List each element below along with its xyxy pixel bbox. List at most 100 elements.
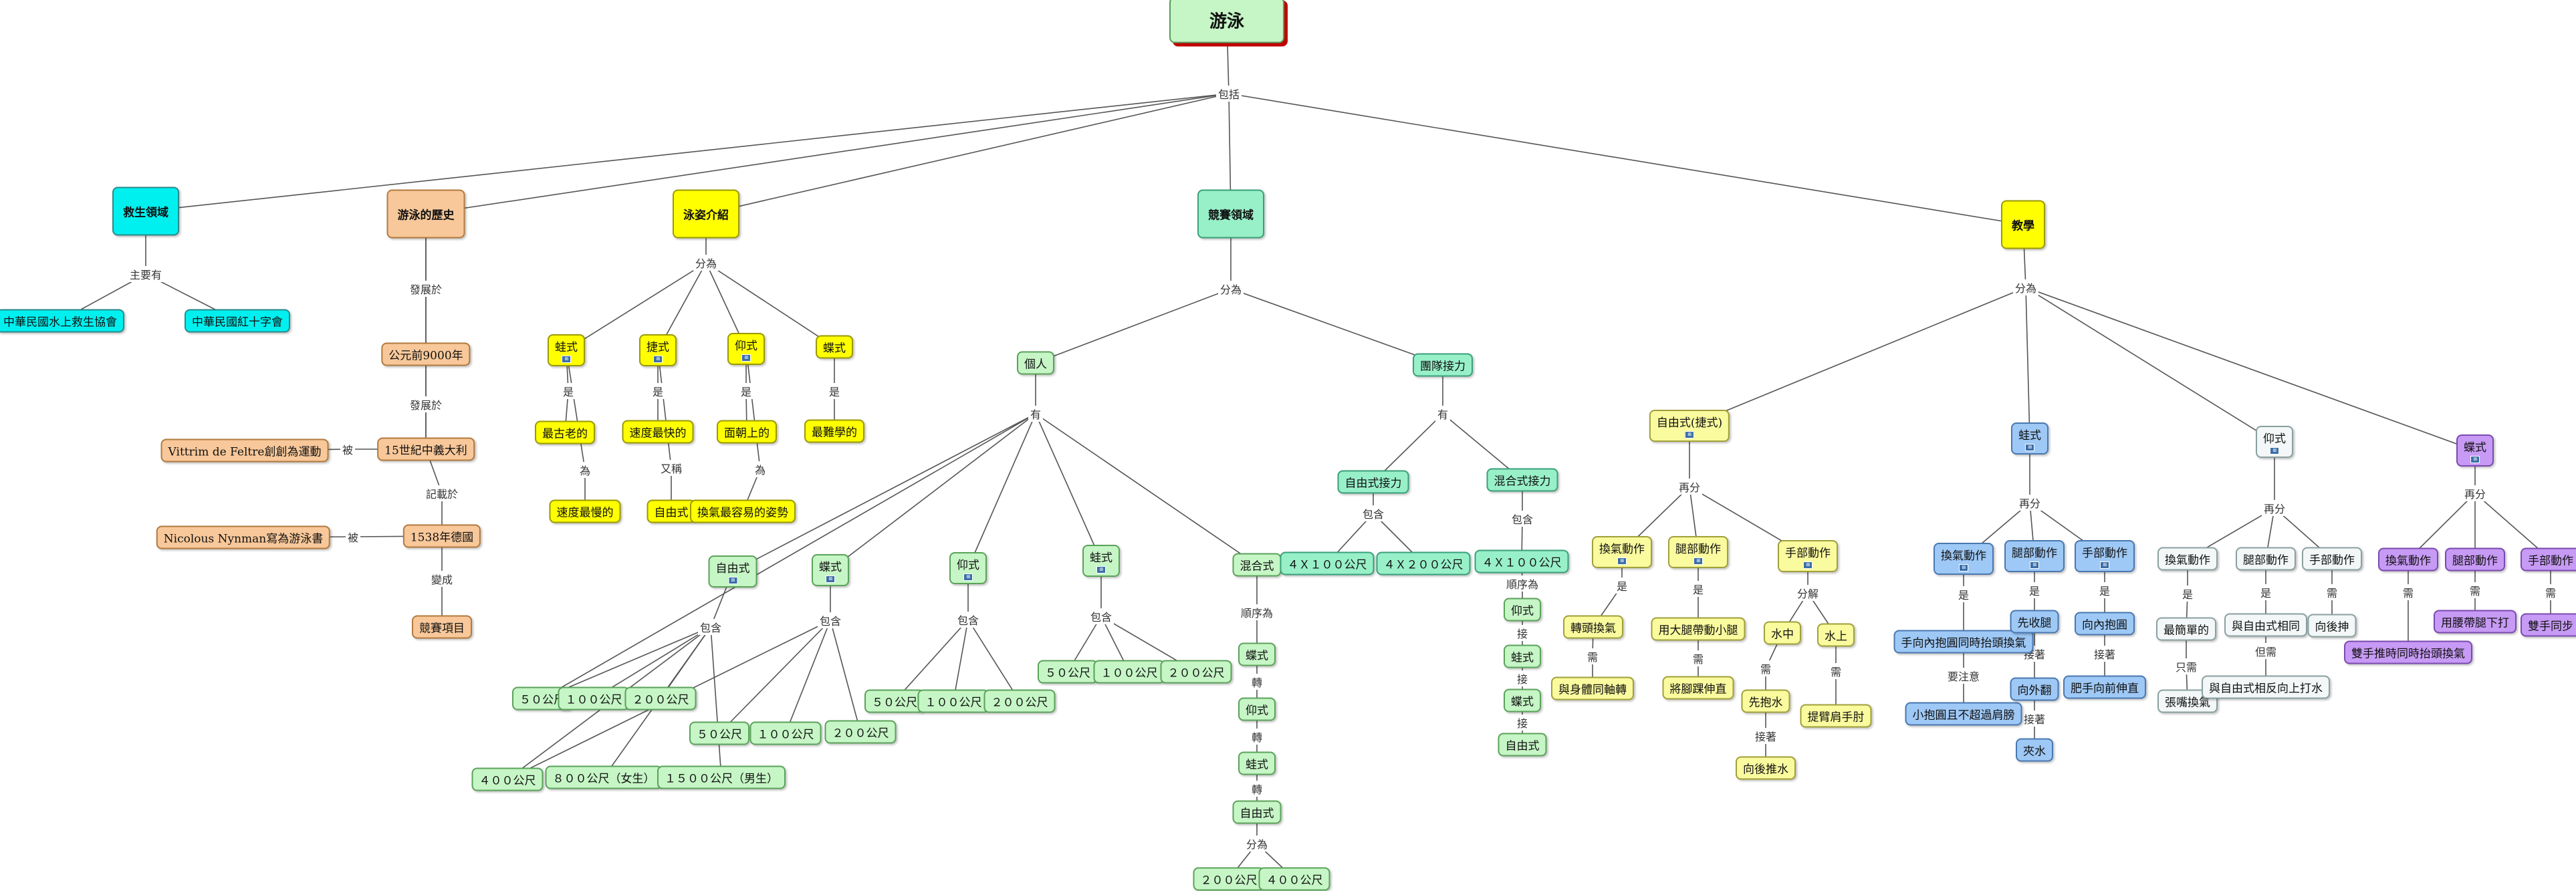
- concept-node-s-fly[interactable]: 蝶式: [816, 335, 853, 359]
- concept-node-rescue-b[interactable]: 中華民國紅十字會: [185, 309, 290, 333]
- concept-node-m-frog[interactable]: 蛙式: [1238, 751, 1276, 775]
- concept-node-i-fly-100[interactable]: １００公尺: [749, 721, 822, 745]
- concept-node-tg-breath-a[interactable]: 手向內抱圓同時抬頭換氣: [1893, 630, 2034, 654]
- concept-node-tf-leg[interactable]: 腿部動作⊞: [1668, 536, 1728, 568]
- concept-node-i-back-50[interactable]: ５０公尺: [864, 689, 925, 713]
- concept-node-r-free[interactable]: 自由式接力: [1337, 470, 1409, 494]
- expand-icon[interactable]: ⊞: [1959, 564, 1968, 571]
- concept-node-h-15c[interactable]: 15世紀中義大利: [377, 437, 475, 461]
- expand-icon[interactable]: ⊞: [2270, 447, 2279, 455]
- concept-node-h-9000[interactable]: 公元前9000年: [381, 342, 471, 366]
- concept-node-ty-leg[interactable]: 腿部動作: [2445, 547, 2505, 571]
- concept-node-r-free-400[interactable]: ４Ｘ１００公尺: [1280, 551, 1375, 576]
- concept-node-r-free2[interactable]: 自由式: [1498, 733, 1547, 757]
- concept-node-i-back[interactable]: 仰式⊞: [949, 552, 987, 584]
- concept-node-tf-hand-push[interactable]: 先抱水: [1741, 689, 1790, 713]
- concept-node-i-free-100[interactable]: １００公尺: [558, 686, 630, 711]
- concept-node-relay[interactable]: 團隊接力: [1413, 353, 1473, 377]
- concept-node-h-vittrim[interactable]: Vittrim de Feltre創創為運動: [160, 438, 329, 463]
- expand-icon[interactable]: ⊞: [963, 574, 973, 581]
- concept-node-indiv[interactable]: 個人: [1017, 351, 1054, 375]
- concept-node-tb-breath[interactable]: 換氣動作: [2157, 547, 2218, 571]
- concept-node-i-free-800[interactable]: ８００公尺（女生）: [545, 765, 663, 789]
- concept-node-tf-breath-b[interactable]: 與身體同軸轉: [1551, 676, 1634, 701]
- concept-node-m-fly[interactable]: 蝶式: [1238, 642, 1276, 666]
- concept-node-tb-leg-b[interactable]: 與自由式相反向上打水: [2202, 675, 2330, 699]
- concept-node-tb-leg[interactable]: 腿部動作: [2236, 547, 2296, 571]
- concept-node-i-free-1500[interactable]: １５００公尺（男生）: [657, 765, 786, 789]
- concept-node-tf-hand-above[interactable]: 水上: [1817, 623, 1855, 647]
- concept-node-r-back[interactable]: 仰式: [1504, 598, 1541, 622]
- concept-node-tg-leg-c[interactable]: 夾水: [2016, 738, 2053, 762]
- expand-icon[interactable]: ⊞: [2470, 456, 2480, 463]
- expand-icon[interactable]: ⊞: [1617, 557, 1627, 565]
- concept-node-ty-hand-a[interactable]: 雙手同步: [2521, 613, 2576, 637]
- concept-node-s-frog-e[interactable]: 速度最慢的: [549, 499, 621, 523]
- concept-node-i-fly[interactable]: 蝶式⊞: [812, 554, 849, 586]
- concept-node-m-400[interactable]: ４００公尺: [1258, 867, 1330, 891]
- concept-node-i-free-200[interactable]: ２００公尺: [624, 686, 697, 711]
- concept-node-tf-hand-above-b[interactable]: 提臂肩手肘: [1800, 704, 1872, 728]
- expand-icon[interactable]: ⊞: [741, 354, 751, 362]
- concept-node-t-fly[interactable]: 蝶式⊞: [2456, 434, 2494, 467]
- expand-icon[interactable]: ⊞: [653, 356, 663, 363]
- concept-node-tg-hand[interactable]: 手部動作⊞: [2075, 540, 2135, 572]
- concept-node-s-back-d[interactable]: 面朝上的: [717, 420, 777, 444]
- concept-node-ty-hand[interactable]: 手部動作: [2521, 547, 2576, 571]
- concept-node-t-frog[interactable]: 蛙式⊞: [2011, 422, 2048, 455]
- expand-icon[interactable]: ⊞: [2100, 561, 2109, 569]
- concept-node-h-1538[interactable]: 1538年德國: [402, 524, 481, 548]
- concept-node-r-mix[interactable]: 混合式接力: [1486, 468, 1558, 492]
- expand-icon[interactable]: ⊞: [2025, 444, 2034, 451]
- concept-node-rescue-a[interactable]: 中華民國水上救生協會: [0, 309, 124, 333]
- concept-node-tg-leg-b[interactable]: 向外翻: [2010, 677, 2059, 701]
- concept-node-r-frog[interactable]: 蛙式: [1504, 644, 1541, 668]
- expand-icon[interactable]: ⊞: [1693, 557, 1703, 565]
- concept-node-i-back-200[interactable]: ２００公尺: [983, 689, 1056, 713]
- concept-node-tb-hand-a[interactable]: 向後抻: [2307, 614, 2357, 638]
- concept-node-r-free-800[interactable]: ４Ｘ２００公尺: [1376, 551, 1471, 576]
- concept-node-i-frog[interactable]: 蛙式⊞: [1082, 545, 1120, 577]
- concept-node-i-frog-100[interactable]: １００公尺: [1093, 660, 1165, 684]
- concept-node-i-back-100[interactable]: １００公尺: [917, 689, 989, 713]
- root-node[interactable]: 游泳: [1169, 0, 1285, 43]
- concept-node-i-free[interactable]: 自由式⊞: [708, 555, 757, 588]
- concept-node-i-mix[interactable]: 混合式: [1232, 553, 1282, 577]
- concept-node-tb-breath-a[interactable]: 最簡單的: [2156, 617, 2216, 641]
- concept-node-tf-hand-water[interactable]: 水中: [1764, 621, 1801, 645]
- concept-node-i-frog-200[interactable]: ２００公尺: [1160, 660, 1232, 684]
- concept-node-comp[interactable]: 競賽領域: [1197, 189, 1264, 239]
- concept-node-s-fly-d[interactable]: 最難學的: [804, 419, 864, 443]
- concept-node-tg-breath[interactable]: 換氣動作⊞: [1934, 543, 1994, 575]
- concept-node-m-free[interactable]: 自由式: [1232, 800, 1282, 824]
- concept-node-m-200[interactable]: ２００公尺: [1193, 867, 1265, 891]
- concept-node-tf-leg-a[interactable]: 用大腿帶動小腿: [1651, 617, 1746, 641]
- concept-node-i-fly-200[interactable]: ２００公尺: [824, 720, 897, 744]
- concept-node-tf-breath-a[interactable]: 轉頭換氣: [1563, 615, 1623, 639]
- concept-node-r-mix-400[interactable]: ４Ｘ１００公尺: [1474, 549, 1569, 574]
- concept-node-ty-breath[interactable]: 換氣動作: [2378, 547, 2438, 571]
- concept-node-h-nicolous[interactable]: Nicolous Nynman寫為游泳書: [156, 525, 331, 549]
- concept-node-styles[interactable]: 泳姿介紹: [673, 189, 739, 239]
- expand-icon[interactable]: ⊞: [728, 577, 737, 584]
- concept-node-i-frog-50[interactable]: ５０公尺: [1038, 660, 1098, 684]
- expand-icon[interactable]: ⊞: [1096, 566, 1106, 574]
- concept-node-h-comp[interactable]: 競賽項目: [412, 615, 472, 639]
- concept-node-tg-leg-a[interactable]: 先收腿: [2010, 610, 2059, 634]
- concept-node-tg-hand-a[interactable]: 向內抱圓: [2075, 612, 2135, 636]
- concept-node-i-free-400[interactable]: ４００公尺: [471, 767, 544, 791]
- concept-node-history[interactable]: 游泳的歷史: [386, 189, 465, 239]
- concept-node-m-back[interactable]: 仰式: [1238, 697, 1276, 721]
- expand-icon[interactable]: ⊞: [562, 356, 571, 363]
- concept-node-s-back-e[interactable]: 換氣最容易的姿勢: [690, 499, 796, 523]
- concept-node-s-free[interactable]: 捷式⊞: [639, 334, 677, 366]
- concept-node-tg-leg[interactable]: 腿部動作⊞: [2004, 540, 2065, 572]
- concept-node-s-frog-d[interactable]: 最古老的: [535, 420, 595, 444]
- concept-node-ty-leg-a[interactable]: 用腰帶腿下打: [2434, 610, 2516, 634]
- concept-node-s-free-d[interactable]: 速度最快的: [622, 420, 694, 444]
- concept-node-tf-breath[interactable]: 換氣動作⊞: [1592, 536, 1652, 568]
- concept-node-rescue[interactable]: 救生領域: [112, 186, 179, 236]
- concept-node-t-back[interactable]: 仰式⊞: [2256, 426, 2293, 458]
- concept-node-r-fly[interactable]: 蝶式: [1504, 688, 1541, 713]
- concept-node-tg-breath-b[interactable]: 小抱圓且不超過肩膀: [1905, 702, 2022, 726]
